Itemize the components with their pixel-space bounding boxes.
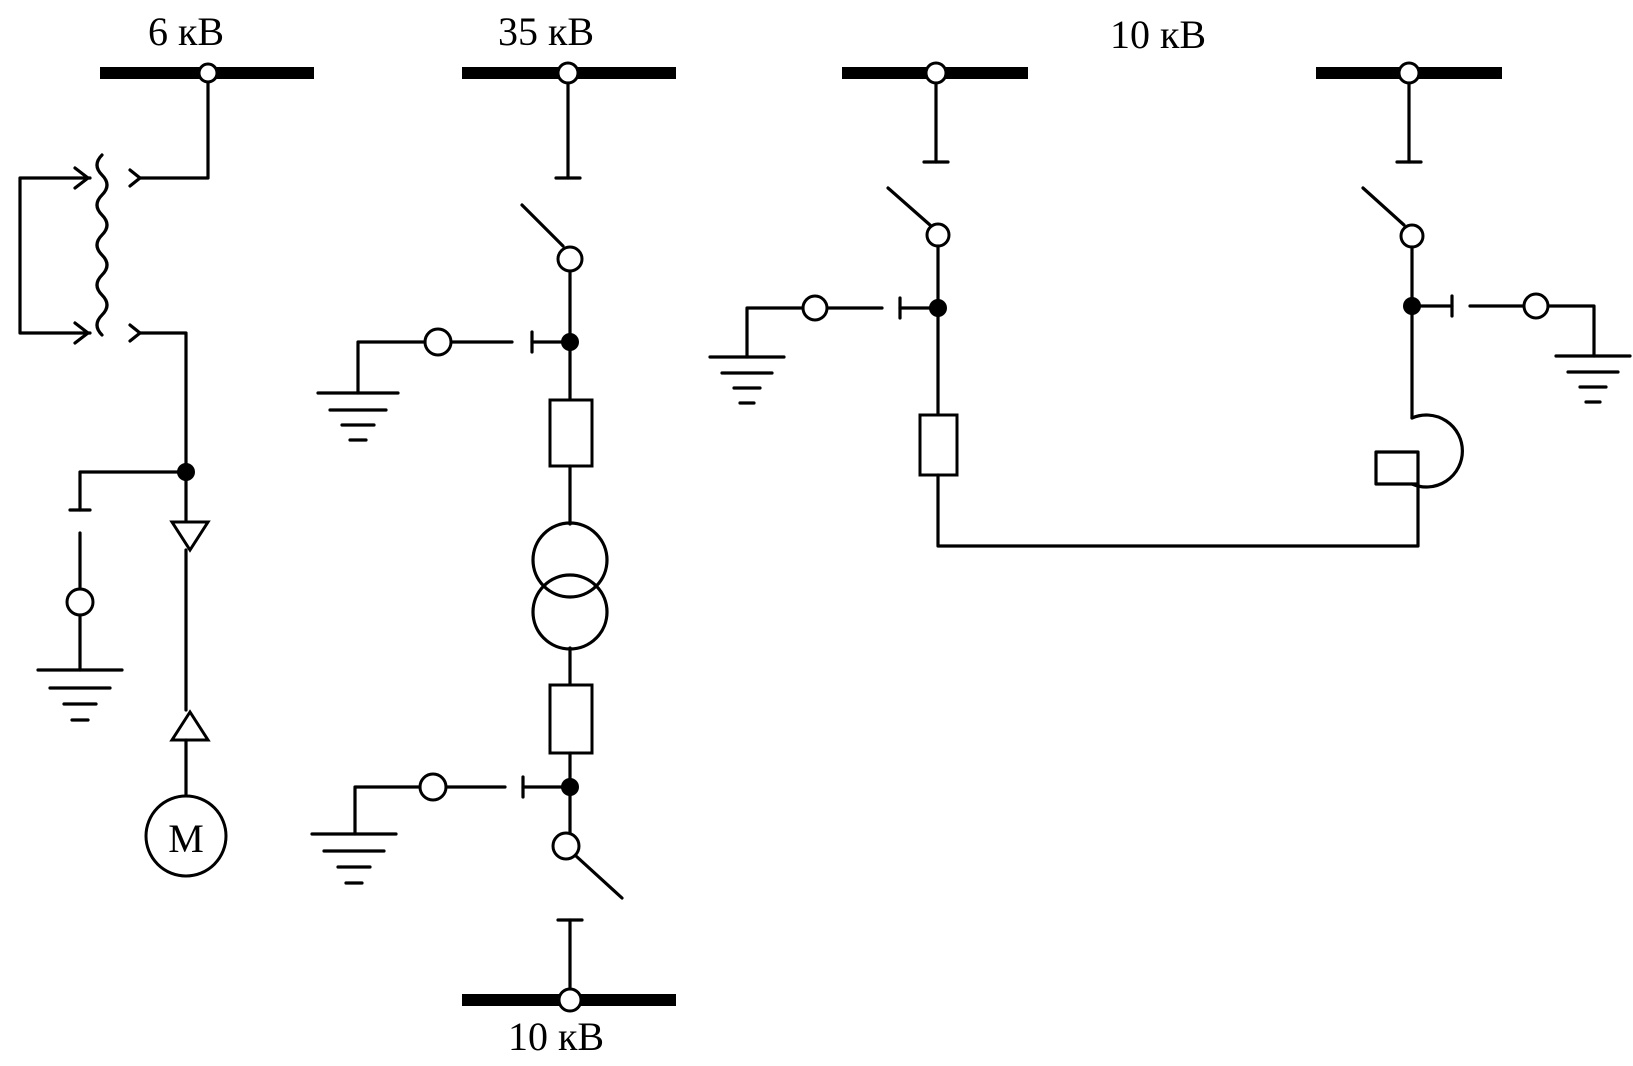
bus-connection-node xyxy=(924,61,948,85)
cable-termination-icon xyxy=(169,709,211,742)
reactor-icon xyxy=(1410,413,1464,489)
wire xyxy=(1546,304,1596,358)
withdrawable-cart-symbol xyxy=(95,153,109,337)
earthing-switch-pivot xyxy=(418,772,448,802)
wire xyxy=(138,80,210,180)
arrow-head-icon xyxy=(73,321,90,345)
earthing-switch-contact xyxy=(65,587,95,617)
ground-icon xyxy=(310,832,398,885)
cart-frame-wire xyxy=(18,176,92,335)
cable-termination-icon xyxy=(169,520,211,553)
arrow-head-icon xyxy=(73,166,90,190)
label-10kv-top: 10 кВ xyxy=(1110,12,1206,57)
plug-contact-symbol xyxy=(128,168,142,188)
reactor-core-icon xyxy=(1374,450,1420,486)
switch-blade xyxy=(520,203,565,248)
bus-connection-node xyxy=(556,61,580,85)
circuit-breaker-icon xyxy=(548,683,594,755)
ground-icon xyxy=(36,668,124,722)
label-35kv: 35 кВ xyxy=(498,9,594,54)
circuit-breaker-icon xyxy=(918,413,959,477)
feeder-6kv-motor: M xyxy=(18,62,314,878)
bus-connection-node xyxy=(557,987,583,1013)
switch-pivot xyxy=(556,245,584,273)
bus-connection-node xyxy=(1397,61,1421,85)
label-6kv: 6 кВ xyxy=(148,9,224,54)
ground-icon xyxy=(708,355,786,405)
transformer-35-10kv xyxy=(310,61,676,1013)
ground-icon xyxy=(1554,354,1632,404)
transformer-winding-icon xyxy=(531,521,609,599)
earthing-switch-pivot xyxy=(423,327,453,357)
wire xyxy=(356,340,427,395)
circuit-breaker-icon xyxy=(548,398,594,468)
wire xyxy=(353,785,422,836)
motor-icon xyxy=(144,794,228,878)
ground-icon xyxy=(316,391,400,442)
motor-label: M xyxy=(168,816,204,861)
switch-pivot xyxy=(551,831,581,861)
transformer-winding-icon xyxy=(531,573,609,651)
feeder-10kv-section-link xyxy=(708,61,1632,548)
earthing-switch-pivot xyxy=(1522,292,1550,320)
wire xyxy=(745,306,805,359)
switch-pivot xyxy=(925,222,951,248)
switch-blade xyxy=(886,186,932,227)
earthing-switch-pivot xyxy=(801,294,829,322)
switch-pivot xyxy=(1399,223,1425,249)
bus-connection-node xyxy=(197,62,219,84)
connecting-wire xyxy=(936,473,1420,548)
wire xyxy=(138,331,188,474)
label-10kv-bottom: 10 кВ xyxy=(508,1014,604,1059)
switch-blade xyxy=(574,854,624,900)
wire xyxy=(78,470,188,512)
switch-blade xyxy=(1361,186,1406,227)
